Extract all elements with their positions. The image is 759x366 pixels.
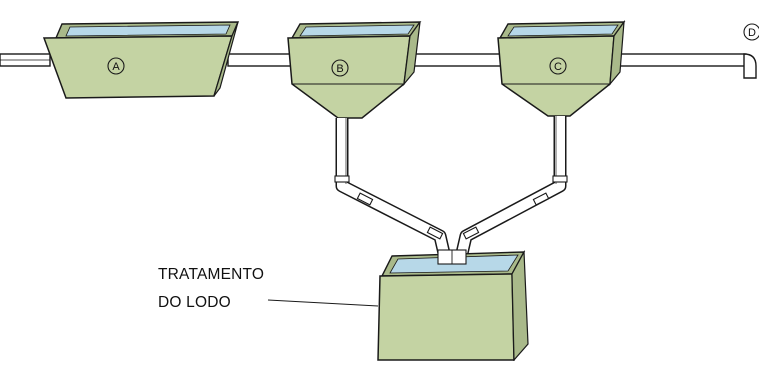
sludge-label-line1: TRATAMENTO — [158, 266, 265, 283]
tank-c: C — [497, 19, 626, 117]
sludge-label-line2: DO LODO — [158, 294, 231, 311]
outlet-d-letter: D — [748, 27, 756, 39]
main-inlet-pipe — [0, 53, 51, 67]
outlet-d-marker — [743, 23, 759, 41]
tank-a-marker — [107, 57, 125, 75]
sludge-pipe-b — [334, 118, 453, 264]
tank-b-marker — [331, 59, 349, 77]
pipe-b-to-c — [409, 53, 505, 67]
outlet-d: D — [743, 23, 759, 41]
tank-b-letter: B — [336, 63, 343, 75]
sludge-treatment-box — [377, 249, 529, 362]
pipe-c-to-outlet — [613, 53, 757, 79]
label-leader-line — [267, 299, 379, 307]
tank-c-marker — [549, 57, 567, 75]
tank-a: A — [42, 21, 240, 99]
tank-a-letter: A — [112, 61, 120, 73]
tank-b: B — [287, 21, 422, 119]
tank-c-letter: C — [554, 61, 562, 73]
pipe-a-to-b — [227, 53, 295, 67]
sludge-pipe-c — [453, 116, 568, 264]
